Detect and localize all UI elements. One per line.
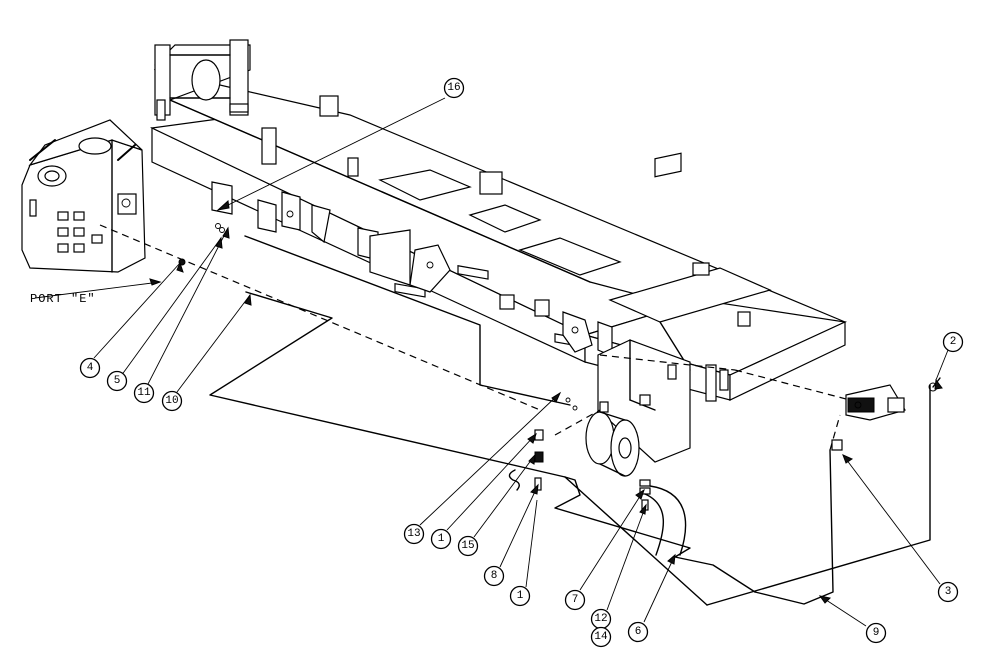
callout-5: 5 <box>106 370 128 392</box>
chassis-frame <box>149 39 848 401</box>
callout-15-text: 15 <box>461 540 474 552</box>
callout-1-b: 1 <box>509 585 531 607</box>
callout-12: 12 <box>590 608 612 630</box>
callout-5-text: 5 <box>114 375 121 387</box>
callout-4: 4 <box>79 357 101 379</box>
callout-11-text: 11 <box>137 387 151 399</box>
port-e-label: PORT "E" <box>30 292 96 306</box>
callout-1-b-text: 1 <box>517 590 524 602</box>
callout-13-text: 13 <box>407 528 420 540</box>
callout-3: 3 <box>937 581 959 603</box>
hose-reel-housing <box>597 339 729 463</box>
callout-8-text: 8 <box>491 570 498 582</box>
callout-11: 11 <box>133 382 155 404</box>
hose-reel <box>585 411 640 477</box>
callout-2-text: 2 <box>950 336 957 348</box>
callout-2: 2 <box>942 331 964 353</box>
center-lines <box>99 224 851 451</box>
callout-7-text: 7 <box>572 594 579 606</box>
callout-8: 8 <box>483 565 505 587</box>
callout-3-text: 3 <box>945 586 952 598</box>
motor-assembly <box>831 377 941 451</box>
callout-6-text: 6 <box>635 626 642 638</box>
callout-6: 6 <box>627 621 649 643</box>
valve-block <box>21 119 146 273</box>
callout-10: 10 <box>161 390 183 412</box>
callout-15: 15 <box>457 535 479 557</box>
callout-16-text: 16 <box>447 82 460 94</box>
callout-4-text: 4 <box>87 362 94 374</box>
callout-14: 14 <box>590 626 612 648</box>
callout-1-a-text: 1 <box>438 533 445 545</box>
arrowheads <box>149 200 943 604</box>
callout-1-a: 1 <box>430 528 452 550</box>
callout-10-text: 10 <box>165 395 178 407</box>
callout-14-text: 14 <box>594 631 608 643</box>
leader-lines <box>34 97 949 627</box>
callout-13: 13 <box>403 523 425 545</box>
callout-9: 9 <box>865 622 887 644</box>
callout-9-text: 9 <box>873 627 880 639</box>
callout-12-text: 12 <box>594 613 607 625</box>
callout-7: 7 <box>564 589 586 611</box>
callout-16: 16 <box>443 77 465 99</box>
